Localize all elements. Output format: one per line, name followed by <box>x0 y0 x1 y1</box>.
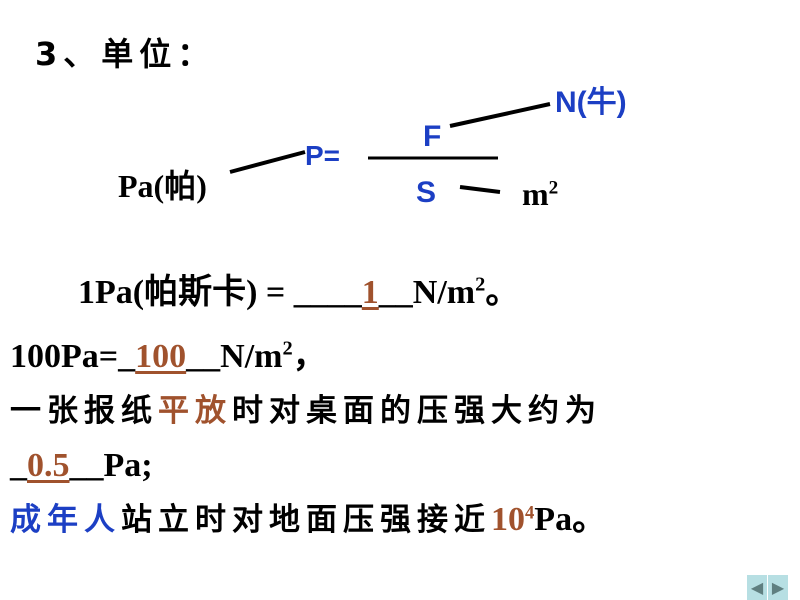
n-connector-line <box>449 102 551 128</box>
answer-0-5: 0.5 <box>27 447 70 484</box>
force-symbol: F <box>423 120 442 153</box>
pascal-unit: Pa(帕) <box>118 168 207 204</box>
answer-100: 100 <box>135 338 187 375</box>
area-symbol: S <box>416 176 437 209</box>
square-meter-unit: m2 <box>522 176 559 212</box>
line-1pa: 1Pa(帕斯卡) = ____1__N/m2。 <box>78 273 520 311</box>
newton-unit: N(牛) <box>555 86 627 119</box>
line-adult-pressure: 成年人站立时对地面压强接近104Pa。 <box>10 501 607 538</box>
next-slide-button[interactable]: ▶ <box>768 575 788 600</box>
line-100pa: 100Pa=_100__N/m2， <box>10 337 327 375</box>
m-connector-line <box>459 185 501 194</box>
pa-connector-line <box>229 150 306 174</box>
pressure-formula-label: P= <box>305 140 341 171</box>
section-heading: 3、单位： <box>35 35 216 73</box>
line-answer-0-5: _0.5__Pa; <box>10 447 153 484</box>
prev-slide-button[interactable]: ◀ <box>747 575 767 600</box>
answer-1: 1 <box>361 274 379 311</box>
line-newspaper: 一张报纸平放时对桌面的压强大约为 <box>10 393 602 429</box>
